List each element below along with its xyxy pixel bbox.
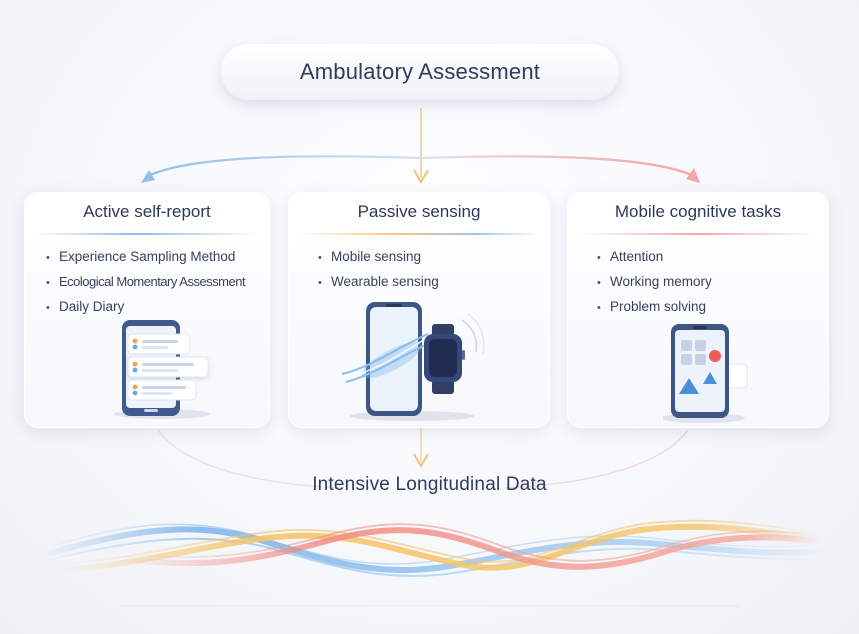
list-item: •Mobile sensing	[318, 249, 422, 264]
list-item: •Working memory	[597, 274, 712, 289]
arrow-to-cognitive	[420, 155, 695, 178]
longitudinal-data-waves	[37, 519, 833, 607]
card-item-list: •Attention •Working memory •Problem solv…	[597, 244, 712, 319]
arrow-to-active	[147, 155, 422, 177]
list-item: •Problem solving	[597, 299, 707, 314]
list-item: •Wearable sensing	[318, 274, 439, 289]
card-underline	[300, 233, 538, 235]
diagram-title: Ambulatory Assessment	[299, 59, 541, 84]
card-item-list: •Mobile sensing •Wearable sensing	[318, 244, 439, 294]
card-title: Mobile cognitive tasks	[614, 202, 782, 221]
list-item: •Experience Sampling Method	[46, 249, 236, 264]
smartphone-survey-icon	[114, 320, 210, 419]
card-title: Passive sensing	[357, 202, 481, 221]
arc-right	[504, 429, 689, 489]
card-passive-sensing: Passive sensing •Mobile sensing •Wearabl…	[288, 192, 550, 428]
card-mobile-cognitive-tasks: Mobile cognitive tasks •Attention •Worki…	[567, 192, 829, 428]
phone-and-smartwatch-icon	[341, 302, 485, 421]
connector-lines	[141, 108, 700, 489]
card-title: Active self-report	[83, 202, 211, 221]
card-underline	[36, 233, 258, 235]
wave-red	[117, 527, 823, 570]
arc-left	[157, 429, 341, 489]
list-item: •Daily Diary	[46, 299, 125, 314]
list-item: •Ecological Momentary Assessment	[46, 274, 246, 289]
title-pill: Ambulatory Assessment	[221, 44, 619, 100]
wave-yellow	[57, 523, 823, 573]
list-item: •Attention	[597, 249, 664, 264]
card-active-self-report: Active self-report •Experience Sampling …	[24, 192, 270, 428]
output-label: Intensive Longitudinal Data	[312, 474, 547, 495]
wave-blue	[37, 526, 833, 574]
arrow-to-passive	[413, 169, 429, 184]
card-item-list: •Experience Sampling Method •Ecological …	[46, 244, 246, 319]
card-underline	[579, 233, 817, 235]
phone-shapes-task-icon	[663, 324, 748, 423]
arrow-to-output	[413, 453, 429, 468]
